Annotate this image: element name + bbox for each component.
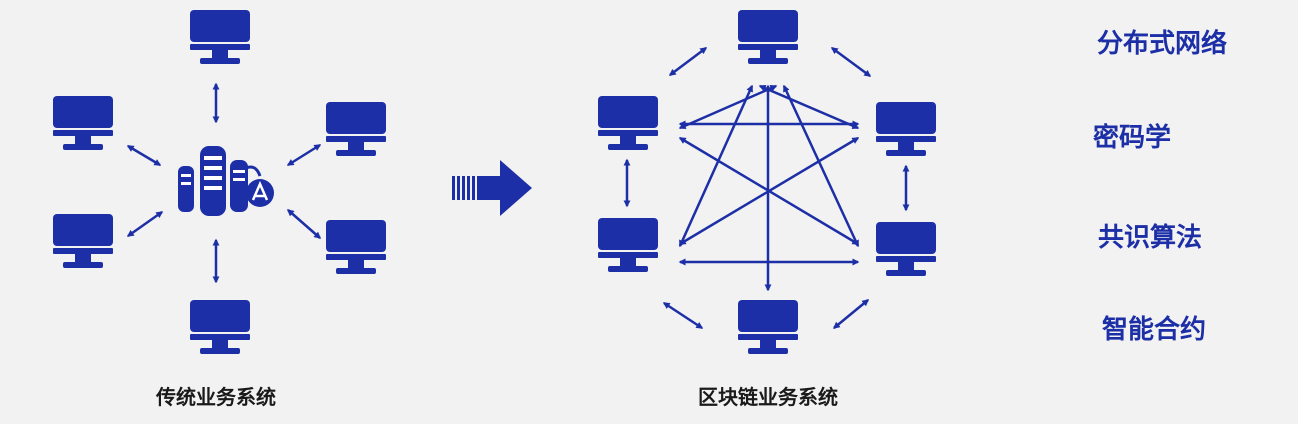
- concept-smart-contract: 智能合约: [1102, 314, 1206, 345]
- arrow-lower-left: [126, 210, 164, 238]
- arrow-upper-left: [126, 144, 162, 167]
- computer-monitor-icon: [190, 300, 250, 354]
- computer-monitor-icon: [876, 102, 936, 156]
- arrow-top-right: [830, 46, 872, 78]
- arrow-bottom-left: [662, 301, 704, 330]
- computer-monitor-icon: [598, 218, 658, 272]
- computer-monitor-icon: [738, 10, 798, 64]
- concept-cryptography: 密码学: [1093, 122, 1171, 153]
- mesh-arrow: [758, 84, 860, 130]
- concept-list: 分布式网络 密码学 共识算法 智能合约: [1093, 28, 1227, 345]
- blockchain-connection-arrows: [623, 46, 910, 330]
- arrow-top-left: [668, 47, 708, 76]
- traditional-system-caption: 传统业务系统: [155, 385, 276, 409]
- computer-monitor-icon: [53, 96, 113, 150]
- computer-monitor-icon: [326, 220, 386, 274]
- blockchain-system-diagram: 区块链业务系统: [598, 10, 936, 409]
- computer-monitor-icon: [738, 300, 798, 354]
- concept-distributed-network: 分布式网络: [1097, 28, 1227, 59]
- arrow-upper-right: [286, 143, 322, 167]
- computer-monitor-icon: [598, 96, 658, 150]
- mesh-arrow: [678, 84, 778, 130]
- computer-monitor-icon: [190, 10, 250, 64]
- arrow-lower-right: [286, 209, 322, 239]
- computer-monitor-icon: [876, 222, 936, 276]
- central-server-icon: [178, 146, 274, 216]
- blockchain-system-caption: 区块链业务系统: [698, 385, 838, 409]
- concept-consensus-algorithm: 共识算法: [1098, 222, 1202, 253]
- traditional-connection-arrows: [126, 82, 322, 284]
- computer-monitor-icon: [53, 214, 113, 268]
- right-arrow-icon: [452, 160, 532, 216]
- arrow-bottom-right: [832, 299, 870, 329]
- traditional-system-diagram: 传统业务系统: [53, 10, 386, 409]
- computer-monitor-icon: [326, 102, 386, 156]
